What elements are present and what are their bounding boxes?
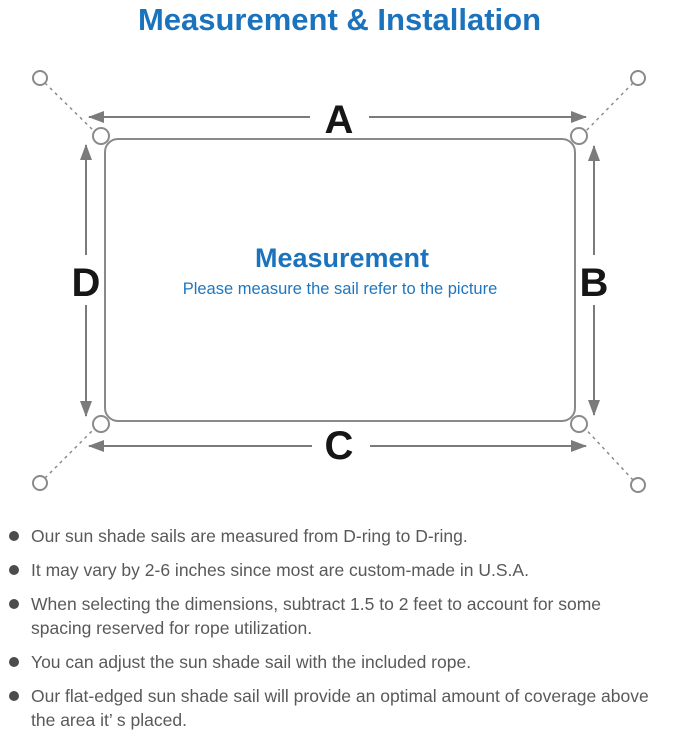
d-ring-icon-bottom-right: [570, 415, 588, 433]
anchor-point-icon-bottom-left: [32, 475, 48, 491]
dimension-label-b: B: [580, 261, 609, 305]
note-text: Our flat-edged sun shade sail will provi…: [31, 686, 649, 730]
d-ring-icon-top-right: [570, 127, 588, 145]
anchor-point-icons: [32, 70, 646, 493]
dimension-label-d: D: [72, 261, 101, 305]
dimension-label-c: C: [325, 424, 354, 468]
bullet-icon: [9, 599, 19, 609]
list-item: Our sun shade sails are measured from D-…: [9, 524, 669, 548]
sail-outline: [104, 138, 576, 422]
dashed-connector-lines: [44, 82, 634, 481]
anchor-point-icon-top-right: [630, 70, 646, 86]
list-item: When selecting the dimensions, subtract …: [9, 592, 669, 640]
anchor-point-icon-top-left: [32, 70, 48, 86]
bullet-icon: [9, 691, 19, 701]
list-item: You can adjust the sun shade sail with t…: [9, 650, 669, 674]
dimension-label-a: A: [325, 98, 354, 142]
bullet-icon: [9, 657, 19, 667]
d-ring-icon-top-left: [92, 127, 110, 145]
d-ring-icons: [92, 127, 588, 433]
bullet-icon: [9, 565, 19, 575]
connector-line-top-left: [44, 82, 101, 138]
note-text: It may vary by 2-6 inches since most are…: [31, 560, 529, 580]
bullet-icon: [9, 531, 19, 541]
d-ring-icon-bottom-left: [92, 415, 110, 433]
connector-line-bottom-right: [579, 422, 634, 481]
dimension-arrows: [80, 111, 600, 452]
list-item: It may vary by 2-6 inches since most are…: [9, 558, 669, 582]
measurement-diagram: A C D B Measurement Please measure the s…: [32, 70, 646, 493]
note-text: Our sun shade sails are measured from D-…: [31, 526, 468, 546]
connector-line-bottom-left: [44, 422, 101, 479]
diagram-center-subtitle: Please measure the sail refer to the pic…: [183, 280, 498, 298]
note-text: When selecting the dimensions, subtract …: [31, 594, 602, 638]
note-text: You can adjust the sun shade sail with t…: [31, 652, 472, 672]
diagram-center-title: Measurement: [255, 243, 429, 273]
connector-line-top-right: [579, 82, 634, 138]
list-item: Our flat-edged sun shade sail will provi…: [9, 684, 669, 732]
page-title: Measurement & Installation: [137, 2, 542, 37]
notes-list: Our sun shade sails are measured from D-…: [9, 524, 669, 739]
anchor-point-icon-bottom-right: [630, 477, 646, 493]
